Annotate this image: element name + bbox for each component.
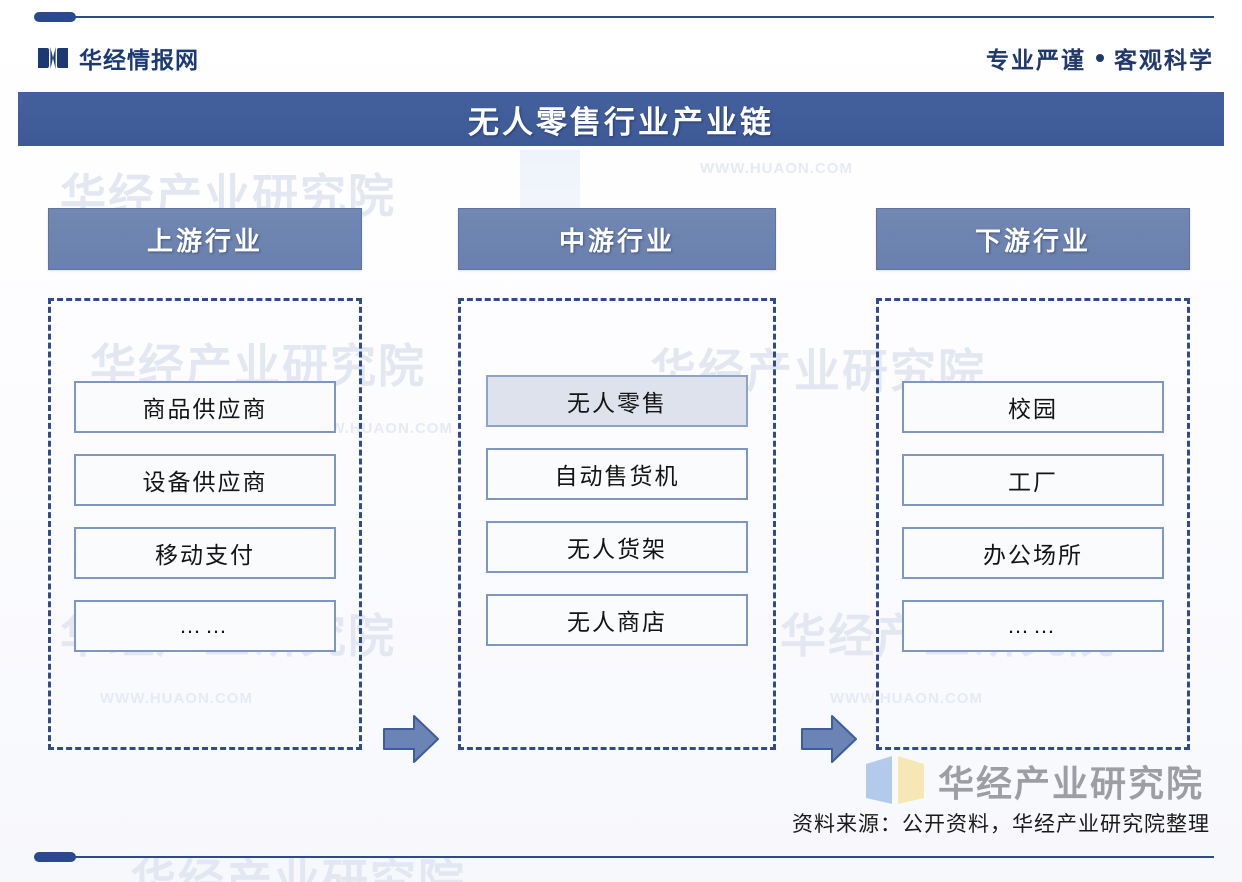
book-logo-icon [865,756,924,804]
rule-cap [34,12,76,22]
list-item[interactable]: 移动支付 [74,527,336,579]
title-bar: 无人零售行业产业链 [18,92,1224,146]
column-header-label: 中游行业 [558,225,675,256]
arrow-midstream-to-downstream-icon [801,715,857,763]
tagline-right: 客观科学 [1114,47,1214,73]
item-label: 校园 [1008,396,1058,422]
item-label: 商品供应商 [142,396,268,422]
column-body-upstream: 商品供应商 设备供应商 移动支付 …… [48,298,362,750]
column-body-midstream: 无人零售 自动售货机 无人货架 无人商店 [458,298,776,750]
footer-logo-text: 华经产业研究院 [937,763,1204,804]
item-label: 无人货架 [567,536,667,562]
brand: 华经情报网 [38,41,199,75]
item-label: 工厂 [1008,469,1058,495]
page-header: 华经情报网 专业严谨 客观科学 [38,34,1214,82]
column-downstream: 下游行业 校园 工厂 办公场所 …… [876,208,1190,750]
list-item[interactable]: 工厂 [902,454,1164,506]
arrow-upstream-to-midstream-icon [383,715,439,763]
item-label: …… [179,613,231,638]
item-label: 自动售货机 [554,463,680,489]
list-item[interactable]: 校园 [902,381,1164,433]
item-label: 设备供应商 [142,469,268,495]
footer-logo-watermark: 华经产业研究院 [864,754,1204,808]
top-accent-rule [34,12,1214,22]
item-label: 无人零售 [567,390,667,416]
column-body-downstream: 校园 工厂 办公场所 …… [876,298,1190,750]
list-item[interactable]: 自动售货机 [486,448,748,500]
watermark-url: WWW.HUAON.COM [700,160,853,177]
watermark-text: 华经产业研究院 [130,855,466,882]
chain-columns: 上游行业 商品供应商 设备供应商 移动支付 …… 中游行业 无人零售 自动售货机… [0,208,1242,763]
column-header-upstream: 上游行业 [48,208,362,270]
rule-cap [34,852,76,862]
header-tagline: 专业严谨 客观科学 [986,41,1214,75]
item-label: 办公场所 [983,542,1083,568]
column-header-label: 上游行业 [146,225,263,256]
source-note: 资料来源：公开资料，华经产业研究院整理 [792,813,1210,836]
tagline-left: 专业严谨 [986,47,1086,73]
list-item[interactable]: …… [902,600,1164,652]
list-item[interactable]: 无人商店 [486,594,748,646]
page-title: 无人零售行业产业链 [468,104,774,140]
item-label: 无人商店 [567,609,667,635]
item-label: …… [1007,613,1059,638]
item-label: 移动支付 [155,542,255,568]
column-upstream: 上游行业 商品供应商 设备供应商 移动支付 …… [48,208,362,750]
list-item-highlighted[interactable]: 无人零售 [486,375,748,427]
brand-name: 华经情报网 [79,47,199,73]
column-header-midstream: 中游行业 [458,208,776,270]
column-midstream: 中游行业 无人零售 自动售货机 无人货架 无人商店 [458,208,776,750]
list-item[interactable]: 商品供应商 [74,381,336,433]
bottom-accent-rule [34,852,1214,862]
list-item[interactable]: 无人货架 [486,521,748,573]
tagline-separator-dot [1096,54,1104,62]
list-item[interactable]: …… [74,600,336,652]
open-book-icon [38,47,68,69]
column-header-label: 下游行业 [974,225,1091,256]
column-header-downstream: 下游行业 [876,208,1190,270]
list-item[interactable]: 办公场所 [902,527,1164,579]
list-item[interactable]: 设备供应商 [74,454,336,506]
